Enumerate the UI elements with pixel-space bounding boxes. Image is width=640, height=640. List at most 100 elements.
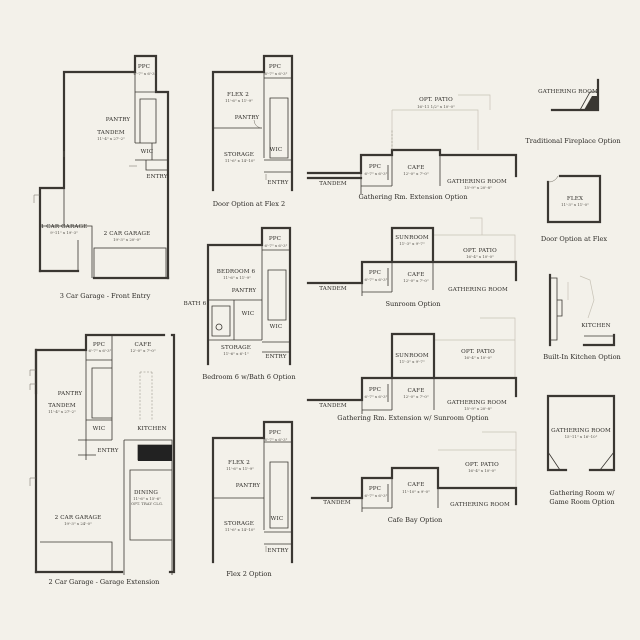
tandem-label: TANDEM: [48, 403, 76, 409]
pantry-label: PANTRY: [106, 117, 131, 123]
ppc-label: PPC: [269, 64, 281, 70]
wic-label: WIC: [242, 311, 255, 317]
plan-gathering-ext: OPT. PATIO 16'-11 1/2" x 10'-0" PPC 6'-7…: [306, 94, 518, 201]
tandem-dim: 11'-4" x 27'-2": [48, 409, 76, 414]
caption-flex2-option: Flex 2 Option: [226, 570, 272, 578]
cafe-label: CAFE: [408, 388, 425, 394]
opt-patio-dim: 16'-4" x 10'-0": [468, 468, 496, 473]
cafe-dim: 12'-0" x 7'-0": [130, 348, 156, 353]
cafe-label: CAFE: [408, 482, 425, 488]
plan-fireplace-option: GATHERING ROOM Traditional Fireplace Opt…: [525, 78, 621, 145]
tandem-label: TANDEM: [319, 181, 347, 187]
ppc-label: PPC: [138, 64, 150, 70]
sunroom-label: SUNROOM: [395, 235, 429, 241]
plan-game-room: GATHERING ROOM 15'-11" x 16'-10" Gatheri…: [546, 394, 616, 506]
storage-dim: 11'-6" x 14'-10": [225, 158, 256, 163]
plan-gathering-ext-sunroom: SUNROOM 11'-3" x 9'-7" OPT. PATIO 16'-4"…: [306, 317, 518, 422]
entry-label: ENTRY: [267, 548, 288, 554]
ppc-dim: 6'-7" x 6'-3": [365, 277, 388, 282]
flex2-dim: 11'-6" x 11'-9": [225, 98, 253, 103]
tandem-dim: 11'-4" x 27'-2": [97, 136, 125, 141]
plan-cafe-bay: OPT. PATIO 16'-4" x 10'-0" CAFE 11'-10" …: [310, 431, 518, 524]
bath6-label: BATH 6: [184, 301, 207, 307]
plan-bedroom6-bath6: PPC 6'-7" x 6'-3" BEDROOM 6 11'-6" x 11'…: [184, 226, 296, 381]
opt-patio-label: OPT. PATIO: [419, 97, 453, 103]
kitchen-label: KITCHEN: [137, 426, 166, 432]
plan-3-car-garage-front-entry: PPC 6'-7" x 6'-3" PANTRY TANDEM 11'-4" x…: [33, 54, 170, 300]
gathering-room-dim: 15'-11" x 16'-10": [565, 434, 598, 439]
gathering-room-label: GATHERING ROOM: [448, 287, 508, 293]
storage-label: STORAGE: [224, 521, 254, 527]
pantry-label: PANTRY: [232, 288, 257, 294]
ppc-dim: 6'-7" x 6'-3": [365, 394, 388, 399]
caption-door-flex: Door Option at Flex: [541, 235, 607, 243]
ppc-label: PPC: [269, 430, 281, 436]
ppc-label: PPC: [269, 236, 281, 242]
wic-label-2: WIC: [270, 324, 283, 330]
storage-label: STORAGE: [224, 152, 254, 158]
dining-dim: 11'-6" x 15'-6": [133, 496, 161, 501]
ppc-dim: 6'-7" x 6'-3": [265, 71, 288, 76]
wic-label: WIC: [141, 149, 154, 155]
ppc-label: PPC: [369, 387, 381, 393]
ppc-dim: 6'-7" x 6'-3": [365, 493, 388, 498]
opt-patio-dim: 16'-4" x 10'-0": [464, 355, 492, 360]
gathering-room-dim: 15'-9" x 20'-8": [464, 185, 492, 190]
sunroom-label: SUNROOM: [395, 353, 429, 359]
pantry-label: PANTRY: [58, 391, 83, 397]
storage-dim: 11'-6" x 14'-10": [225, 527, 256, 532]
tandem-label: TANDEM: [97, 130, 125, 136]
opt-patio-label: OPT. PATIO: [463, 248, 497, 254]
car2-label: 2 CAR GARAGE: [104, 231, 151, 237]
caption-builtin-kitchen: Built-In Kitchen Option: [543, 353, 621, 361]
cafe-label: CAFE: [408, 165, 425, 171]
plan-garage-extension: PPC 6'-7" x 6'-3" CAFE 12'-0" x 7'-0" PA…: [29, 333, 176, 586]
car1-label: 1 CAR GARAGE: [41, 224, 88, 230]
dining-note: OPT. TRAY CLG.: [131, 501, 163, 506]
ppc-dim: 6'-7" x 6'-3": [89, 348, 112, 353]
cafe-label: CAFE: [408, 272, 425, 278]
caption-bedroom6: Bedroom 6 w/Bath 6 Option: [202, 373, 296, 381]
car2-dim: 19'-3" x 24'-0": [64, 521, 92, 526]
plan-builtin-kitchen: KITCHEN Built-In Kitchen Option: [543, 273, 622, 361]
cafe-dim: 11'-10" x 9'-0": [402, 489, 430, 494]
car1-dim: 9'-11" x 19'-3": [50, 230, 78, 235]
kitchen-label: KITCHEN: [581, 323, 610, 329]
gathering-room-label: GATHERING ROOM: [447, 400, 507, 406]
caption-cafe-bay: Cafe Bay Option: [388, 516, 443, 524]
caption-gathering-ext-sunroom: Gathering Rm. Extension w/ Sunroom Optio…: [337, 414, 489, 422]
tandem-label: TANDEM: [319, 403, 347, 409]
opt-patio-dim: 16'-4" x 10'-0": [466, 254, 494, 259]
caption-garage-ext: 2 Car Garage - Garage Extension: [49, 578, 161, 586]
opt-patio-label: OPT. PATIO: [465, 462, 499, 468]
caption-door-flex2: Door Option at Flex 2: [213, 200, 285, 208]
plan-door-option-flex: FLEX 11'-3" x 11'-0" Door Option at Flex: [541, 174, 607, 243]
ppc-dim: 6'-7" x 6'-3": [265, 437, 288, 442]
ppc-label: PPC: [369, 486, 381, 492]
storage-dim: 11'-6" x 6'-1": [223, 351, 249, 356]
sunroom-dim: 11'-3" x 9'-7": [399, 241, 425, 246]
wic-label: WIC: [270, 147, 283, 153]
ppc-dim: 6'-7" x 6'-3": [365, 171, 388, 176]
entry-label: ENTRY: [265, 354, 286, 360]
flex-label: FLEX: [567, 196, 583, 202]
plan-flex2-option: PPC 6'-7" x 6'-3" FLEX 2 11'-6" x 11'-9"…: [211, 420, 294, 578]
cafe-label: CAFE: [135, 342, 152, 348]
ppc-dim: 6'-7" x 6'-3": [265, 243, 288, 248]
flex2-label: FLEX 2: [228, 460, 250, 466]
cafe-dim: 12'-0" x 7'-0": [403, 394, 429, 399]
car2-dim: 19'-3" x 20'-0": [113, 237, 141, 242]
storage-label: STORAGE: [221, 345, 251, 351]
plan-door-option-flex2: PPC 6'-7" x 6'-3" FLEX 2 11'-6" x 11'-9"…: [211, 54, 294, 208]
car2-label: 2 CAR GARAGE: [55, 515, 102, 521]
gathering-room-dim: 15'-9" x 20'-8": [464, 406, 492, 411]
gathering-room-label: GATHERING ROOM: [551, 428, 611, 434]
pantry-label: PANTRY: [235, 115, 260, 121]
entry-label: ENTRY: [146, 174, 167, 180]
cafe-dim: 12'-0" x 7'-0": [403, 278, 429, 283]
gathering-room-label: GATHERING ROOM: [447, 179, 507, 185]
caption-front-entry: 3 Car Garage - Front Entry: [60, 292, 151, 300]
caption-game-room-line1: Gathering Room w/: [550, 489, 616, 497]
gathering-room-label: GATHERING ROOM: [538, 89, 598, 95]
